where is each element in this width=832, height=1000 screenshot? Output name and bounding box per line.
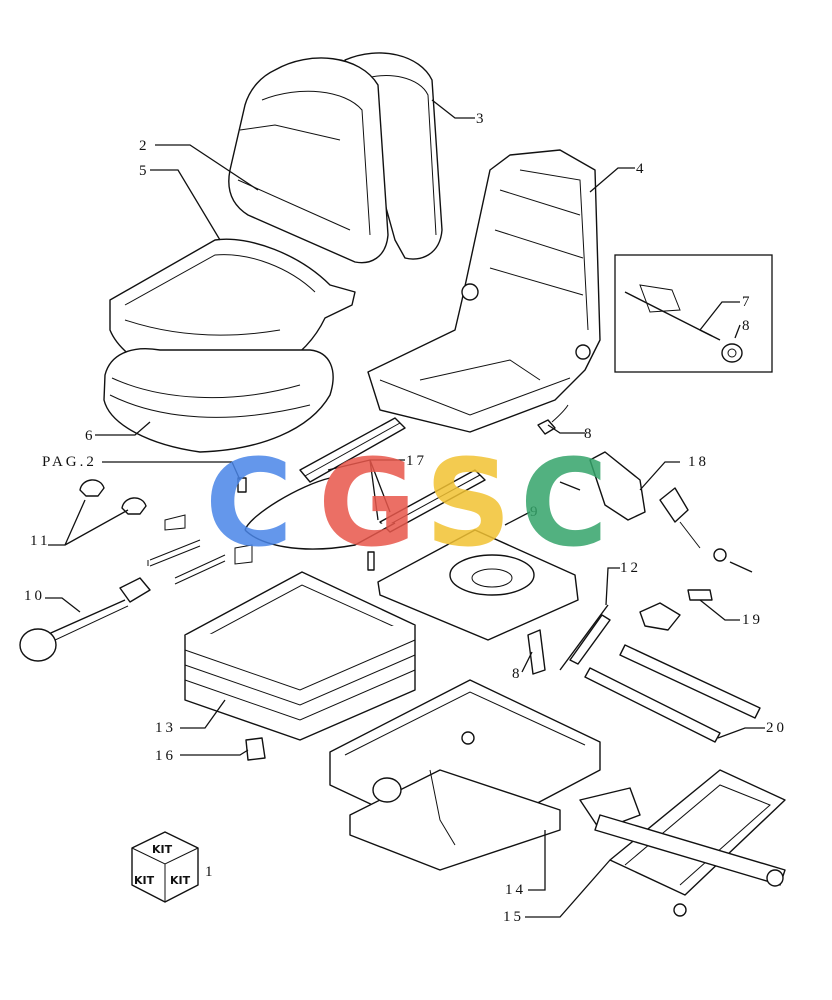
seat-cushion-bottom — [103, 348, 334, 453]
bellows — [184, 571, 416, 741]
label-10: 10 — [24, 588, 45, 604]
leader-lines — [45, 99, 765, 918]
label-13: 13 — [155, 720, 176, 736]
kit-box: KIT KIT KIT — [131, 831, 199, 903]
label-8-upper: 8 — [584, 426, 595, 442]
slide-rails — [244, 417, 486, 550]
label-11: 11 — [30, 533, 50, 549]
label-1: 1 — [205, 864, 216, 880]
label-9: 9 — [530, 504, 541, 520]
label-3: 3 — [476, 111, 487, 127]
kit-text-right: KIT — [170, 874, 191, 887]
label-7: 7 — [742, 294, 753, 310]
seat-frame — [367, 149, 601, 433]
label-20: 20 — [766, 720, 787, 736]
cgsc-watermark: C G S C — [205, 435, 608, 574]
label-8-lower: 8 — [512, 666, 523, 682]
swivel-plate — [377, 529, 579, 641]
suspension-base — [329, 679, 601, 871]
label-5: 5 — [139, 163, 150, 179]
label-2: 2 — [139, 138, 150, 154]
label-18: 18 — [688, 454, 709, 470]
watermark-letter-3: S — [425, 435, 511, 574]
label-8-inset: 8 — [742, 318, 753, 334]
label-14: 14 — [505, 882, 526, 898]
label-4: 4 — [636, 161, 647, 177]
watermark-letter-2: G — [318, 435, 417, 574]
label-17: 17 — [406, 453, 427, 469]
backrest-cushion-front — [228, 57, 389, 264]
kit-text-left: KIT — [134, 874, 155, 887]
label-12: 12 — [620, 560, 641, 576]
kit-text-top: KIT — [152, 843, 173, 856]
small-parts — [19, 404, 761, 761]
watermark-letter-1: C — [205, 435, 293, 574]
label-15: 15 — [503, 909, 524, 925]
scissor-frame — [579, 769, 786, 917]
label-16: 16 — [155, 748, 176, 764]
label-6: 6 — [85, 428, 96, 444]
watermark-letter-4: C — [520, 435, 608, 574]
label-pag-2: PAG.2 — [42, 454, 97, 470]
label-19: 19 — [742, 612, 763, 628]
inset-box — [614, 254, 773, 373]
callout-labels: 1 2 3 4 5 6 7 8 8 8 9 10 11 12 13 14 15 … — [24, 111, 787, 925]
